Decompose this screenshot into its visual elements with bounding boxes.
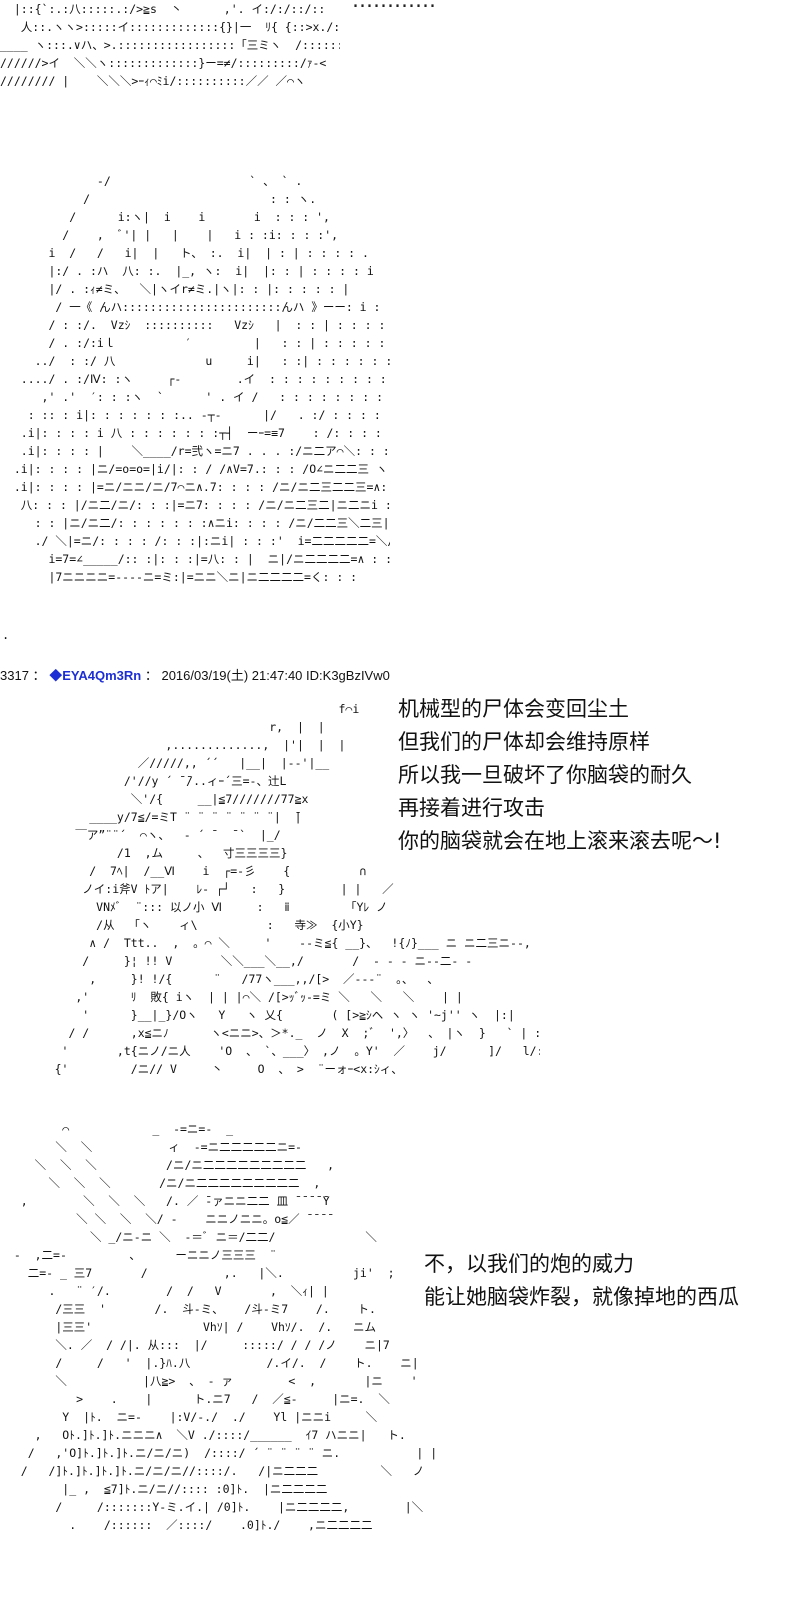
poster-trip[interactable]: EYA4Qm3Rn [62,668,142,683]
dialogue-line: 你的脑袋就会在地上滚来滚去呢～! [398,829,722,853]
post-separator: ： [32,668,46,683]
post-datetime: 2016/03/19(土) 21:47:40 [161,668,303,683]
ascii-art-girl: -/ ` 、 ` . / : : ヽ. / i:ヽ| i i i : : : '… [13,174,390,584]
top-dialogue-fragment: ………… [352,0,436,12]
dialogue-line: 再接着进行攻击 [398,796,545,820]
ascii-art-mecha: ⌒ _ -=ニ=- _ ＼ ＼ ィ -=ニ二二二二二ニ=- ＼ ＼ ＼ /ニ/ニ… [13,1122,450,1532]
trip-diamond-icon: ◆ [49,668,63,683]
dialogue-block-2: 不，以我们的炮的威力 能让她脑袋炸裂，就像掉地的西瓜 [424,1248,739,1314]
ascii-art-top: |::{`:.:八:::::.:/>≧s 丶 ,'. イ:/:/::/:: 人:… [0,2,340,88]
post-id: ID:K3gBzIVw0 [306,668,390,683]
post-number: 3317 [0,668,29,683]
dialogue-block-1: 机械型的尸体会变回尘土 但我们的尸体却会维持原样 所以我一旦破坏了你脑袋的耐久 … [398,693,721,858]
dialogue-line: 但我们的尸体却会维持原样 [398,730,650,754]
dialogue-line: 不，以我们的炮的威力 [424,1252,634,1276]
ascii-art-robot: f⌒i r, | | ,............., |'| | | ／////… [54,702,540,1076]
dialogue-line: 能让她脑袋炸裂，就像掉地的西瓜 [424,1285,739,1309]
dot-mark: . [2,628,10,642]
dialogue-line: 机械型的尸体会变回尘土 [398,697,629,721]
post-header: 3317 ： ◆EYA4Qm3Rn ： 2016/03/19(土) 21:47:… [0,665,600,684]
post-colon: ： [144,668,158,683]
dialogue-line: 所以我一旦破坏了你脑袋的耐久 [398,763,692,787]
